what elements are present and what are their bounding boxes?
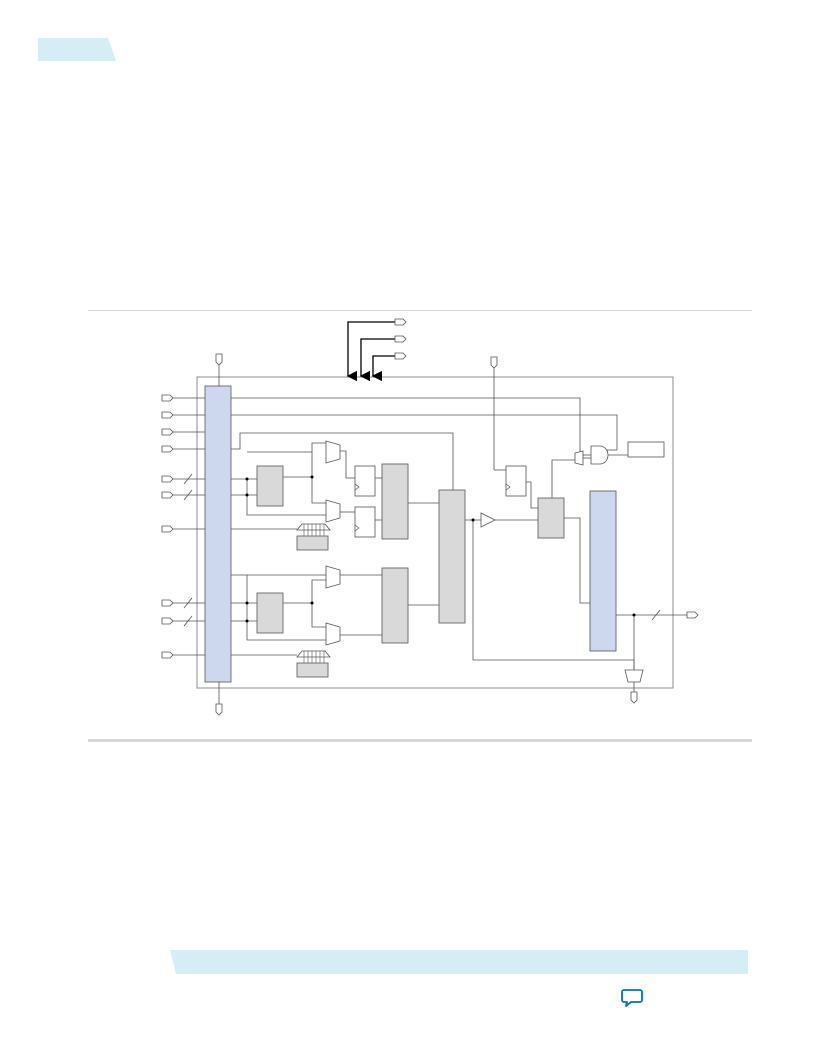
preadder-upper bbox=[296, 523, 331, 551]
adder bbox=[438, 489, 466, 624]
register-upper bbox=[256, 465, 284, 507]
input-bus bbox=[204, 385, 232, 683]
header-tab bbox=[38, 38, 116, 61]
control-input-pins bbox=[394, 318, 407, 360]
buffer bbox=[480, 512, 496, 528]
flipflop-upper-a bbox=[354, 465, 376, 497]
bottom-pin-right bbox=[630, 691, 638, 704]
small-mux bbox=[574, 450, 584, 466]
diagram-frame bbox=[196, 376, 674, 689]
output-register bbox=[589, 490, 617, 652]
multiplier-upper bbox=[381, 463, 409, 540]
figure-top-rule bbox=[88, 310, 752, 311]
register-lower bbox=[256, 592, 284, 634]
left-input-lines bbox=[173, 397, 205, 656]
and-gate bbox=[590, 445, 609, 465]
footer-band bbox=[170, 950, 748, 974]
mux-lower-b bbox=[325, 622, 341, 646]
preadder-lower bbox=[296, 650, 331, 678]
mux-lower-a bbox=[325, 565, 341, 589]
bottom-pin-left bbox=[215, 682, 223, 716]
accumulator bbox=[537, 497, 565, 539]
output-pin bbox=[686, 611, 699, 619]
left-input-pins bbox=[161, 394, 174, 659]
flipflop-right bbox=[505, 465, 527, 497]
junction-dots bbox=[245, 475, 636, 623]
multiplier-lower bbox=[381, 567, 409, 644]
mux-upper-a bbox=[325, 440, 341, 464]
flipflop-upper-b bbox=[354, 506, 376, 538]
top-pins bbox=[215, 353, 498, 369]
figure-bottom-rule bbox=[88, 739, 752, 742]
speech-bubble-icon[interactable] bbox=[620, 987, 644, 1009]
control-box bbox=[627, 441, 665, 458]
mux-upper-b bbox=[325, 499, 341, 523]
control-inputs bbox=[346, 321, 395, 382]
output-mux bbox=[624, 669, 644, 683]
routing-lines bbox=[231, 397, 690, 670]
